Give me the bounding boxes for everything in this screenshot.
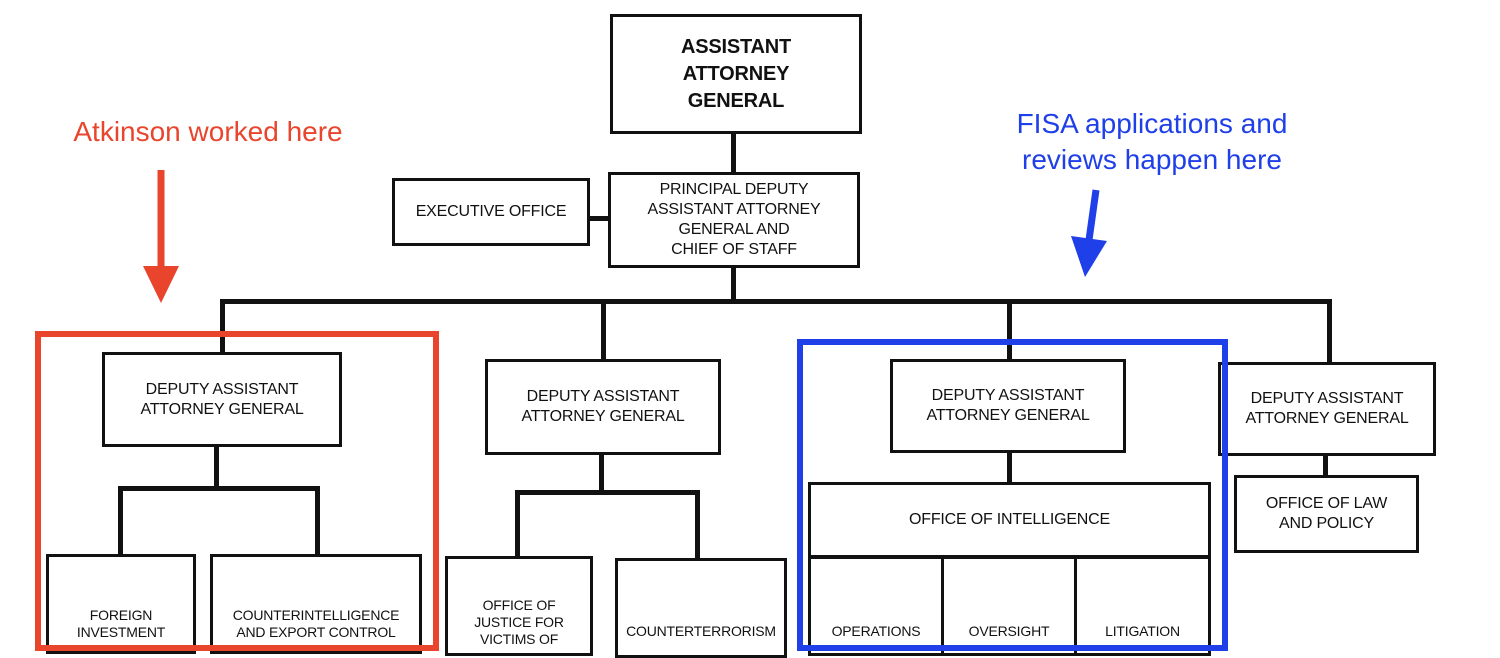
litigation-label: LITIGATION xyxy=(1105,623,1180,639)
connector-dep3-down xyxy=(1007,451,1012,484)
office-of-intelligence-box: OFFICE OF INTELLIGENCE xyxy=(808,482,1211,558)
office-of-justice-label: OFFICE OF JUSTICE FOR VICTIMS OF xyxy=(474,597,564,647)
principal-deputy-label: PRINCIPAL DEPUTY ASSISTANT ATTORNEY GENE… xyxy=(647,181,821,258)
operations-label: OPERATIONS xyxy=(831,623,921,639)
connector-dep2-right xyxy=(695,490,700,560)
connector-dep1-right xyxy=(315,486,320,556)
atkinson-arrow xyxy=(143,170,179,303)
connector-drop-4 xyxy=(1327,299,1332,363)
deputy-box-2: DEPUTY ASSISTANT ATTORNEY GENERAL xyxy=(485,359,721,455)
connector-dep2-down xyxy=(599,453,604,493)
connector-drop-1 xyxy=(220,299,225,354)
counterintelligence-label: COUNTERINTELLIGENCE AND EXPORT CONTROL xyxy=(232,607,400,640)
counterterrorism-label: COUNTERTERRORISM xyxy=(626,623,776,639)
connector-dep1-left xyxy=(118,486,123,556)
connector-dep1-bus xyxy=(118,486,320,491)
oversight-label: OVERSIGHT xyxy=(968,623,1050,639)
connector-main-bus xyxy=(220,299,1332,304)
org-chart: ASSISTANT ATTORNEY GENERAL EXECUTIVE OFF… xyxy=(35,14,1436,658)
office-of-law-and-policy-label: OFFICE OF LAW AND POLICY xyxy=(1265,495,1388,532)
principal-deputy-box: PRINCIPAL DEPUTY ASSISTANT ATTORNEY GENE… xyxy=(608,172,860,268)
office-of-justice-box: OFFICE OF JUSTICE FOR VICTIMS OF xyxy=(445,556,593,656)
connector-principal-to-bus xyxy=(731,268,736,302)
deputy-label-2: DEPUTY ASSISTANT ATTORNEY GENERAL xyxy=(521,388,685,425)
fisa-note: FISA applications and reviews happen her… xyxy=(1016,108,1288,175)
connector-dep2-left xyxy=(515,490,520,558)
assistant-attorney-general-box: ASSISTANT ATTORNEY GENERAL xyxy=(610,14,862,134)
executive-office-label: EXECUTIVE OFFICE xyxy=(415,203,567,220)
connector-dep2-bus xyxy=(515,490,700,495)
foreign-investment-label: FOREIGN INVESTMENT xyxy=(76,607,166,640)
operations-box: OPERATIONS xyxy=(808,556,944,656)
counterterrorism-box: COUNTERTERRORISM xyxy=(615,558,787,658)
fisa-arrow xyxy=(1071,189,1107,277)
connector-drop-3 xyxy=(1007,299,1012,361)
assistant-attorney-general-label: ASSISTANT ATTORNEY GENERAL xyxy=(680,35,792,112)
deputy-label-1: DEPUTY ASSISTANT ATTORNEY GENERAL xyxy=(140,380,304,418)
connector-dep1-down xyxy=(214,445,219,489)
deputy-box-4: DEPUTY ASSISTANT ATTORNEY GENERAL xyxy=(1218,362,1436,456)
deputy-label-3: DEPUTY ASSISTANT ATTORNEY GENERAL xyxy=(926,387,1090,424)
office-of-intelligence-label: OFFICE OF INTELLIGENCE xyxy=(909,511,1110,528)
connector-exec-to-principal xyxy=(588,216,610,221)
connector-top-to-principal xyxy=(731,133,736,173)
atkinson-note: Atkinson worked here xyxy=(73,116,343,147)
executive-office-box: EXECUTIVE OFFICE xyxy=(392,178,590,246)
office-of-law-and-policy-box: OFFICE OF LAW AND POLICY xyxy=(1234,475,1419,553)
connector-drop-2 xyxy=(601,299,606,361)
deputy-box-3: DEPUTY ASSISTANT ATTORNEY GENERAL xyxy=(890,359,1126,453)
counterintelligence-box: COUNTERINTELLIGENCE AND EXPORT CONTROL xyxy=(210,554,422,654)
litigation-box: LITIGATION xyxy=(1074,556,1211,656)
connector-dep4-down xyxy=(1323,455,1328,477)
deputy-label-4: DEPUTY ASSISTANT ATTORNEY GENERAL xyxy=(1245,390,1409,427)
foreign-investment-box: FOREIGN INVESTMENT xyxy=(46,554,196,654)
deputy-box-1: DEPUTY ASSISTANT ATTORNEY GENERAL xyxy=(102,352,342,447)
oversight-box: OVERSIGHT xyxy=(941,556,1077,656)
